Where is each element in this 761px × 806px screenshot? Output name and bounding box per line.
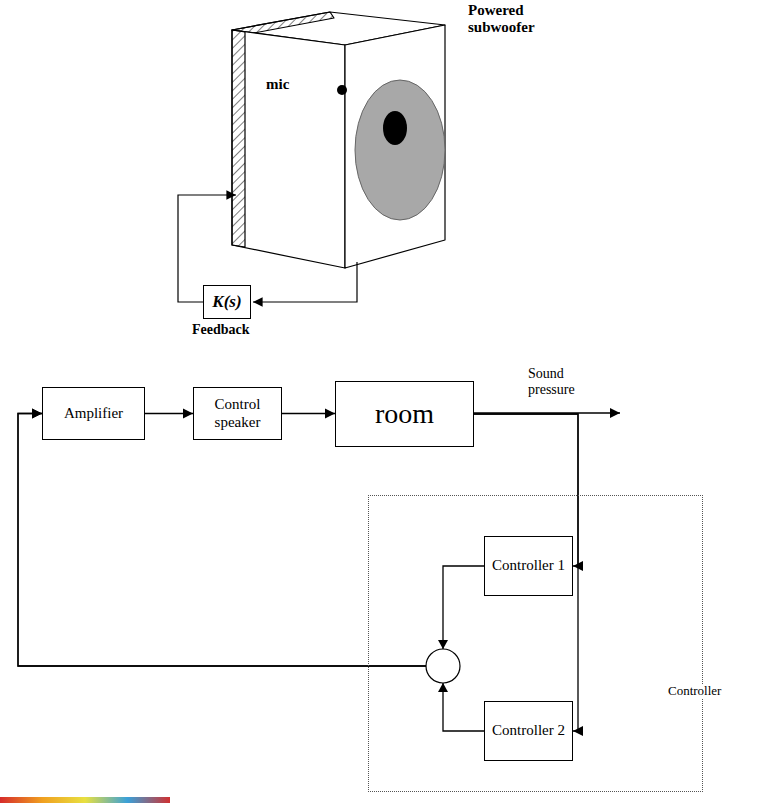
mic-dot (337, 85, 347, 95)
block-name: Control speaker (203, 396, 273, 431)
block-name: K(s) (212, 292, 241, 312)
signal-connector (145, 413, 193, 414)
region-title: Controller (666, 684, 723, 699)
controller-box: Controller 2 (484, 701, 573, 761)
arrowhead (438, 683, 448, 692)
speaker-cone (355, 80, 445, 220)
room-box: room (335, 381, 474, 447)
controller-region: ControllerController 1Controller 2 (368, 495, 703, 792)
product-label: Powered subwoofer (468, 2, 558, 37)
block-name: Amplifier (64, 405, 123, 422)
signal-connector (18, 414, 484, 667)
speaker-box: Control speaker (193, 387, 282, 440)
block-name: Controller 2 (492, 722, 565, 739)
controller-box: K(s) (203, 285, 251, 319)
block-name: Controller 1 (492, 557, 565, 574)
part-label: mic (266, 76, 289, 93)
signal-connector (18, 414, 484, 732)
arrowhead (438, 640, 448, 649)
signal-connector (282, 413, 335, 414)
speaker-dustcap (383, 111, 407, 145)
color-strip (0, 797, 170, 803)
block-label: Feedback (192, 322, 250, 338)
block-name: room (375, 398, 434, 430)
summing-circle (426, 649, 460, 683)
signal-label: Sound pressure (528, 366, 598, 398)
subwoofer-cabinet (232, 12, 445, 268)
controller-box: Controller 1 (484, 536, 573, 596)
feedback-wire (253, 262, 357, 302)
signal-connector (474, 414, 578, 731)
amplifier-box: Amplifier (42, 387, 145, 440)
